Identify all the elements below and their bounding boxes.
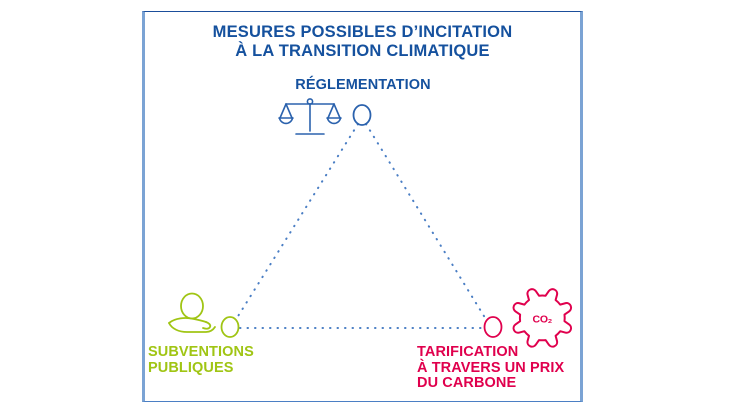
node-label-tarification-line-1: TARIFICATION xyxy=(417,344,519,360)
connector-reglementation-subventions xyxy=(234,123,359,322)
node-circle-tarification xyxy=(483,316,503,338)
node-subventions[interactable] xyxy=(168,292,240,338)
node-label-tarification-line-2: À TRAVERS UN PRIX xyxy=(417,359,565,376)
co2-gear-label: CO₂ xyxy=(533,314,553,326)
co2-gear-icon xyxy=(512,288,572,348)
page-title-line-1: MESURES POSSIBLES D’INCITATION xyxy=(212,23,513,41)
node-label-tarification: TARIFICATION À TRAVERS UN PRIX DU CARBON… xyxy=(417,344,565,392)
connector-reglementation-tarification xyxy=(365,123,488,322)
node-circle-reglementation xyxy=(352,104,372,126)
node-circle-subventions xyxy=(220,316,240,338)
node-label-subventions-line-2: PUBLIQUES xyxy=(148,359,234,376)
node-label-subventions-line-1: SUBVENTIONS xyxy=(148,344,254,360)
node-label-reglementation: RÉGLEMENTATION xyxy=(263,77,463,94)
node-label-tarification-line-3: DU CARBONE xyxy=(417,375,517,391)
balance-scales-icon xyxy=(278,98,342,135)
hand-holding-coin-icon xyxy=(168,292,216,333)
page-title-line-2: À LA TRANSITION CLIMATIQUE xyxy=(235,42,490,60)
node-label-reglementation-line-1: RÉGLEMENTATION xyxy=(295,77,431,93)
diagram-frame xyxy=(142,11,583,402)
node-label-subventions: SUBVENTIONS PUBLIQUES xyxy=(148,344,254,376)
node-tarification[interactable]: CO₂ xyxy=(483,288,572,348)
triangle-connectors xyxy=(234,123,488,329)
node-reglementation[interactable] xyxy=(278,98,372,135)
page-title: MESURES POSSIBLES D’INCITATION À LA TRAN… xyxy=(142,23,583,61)
